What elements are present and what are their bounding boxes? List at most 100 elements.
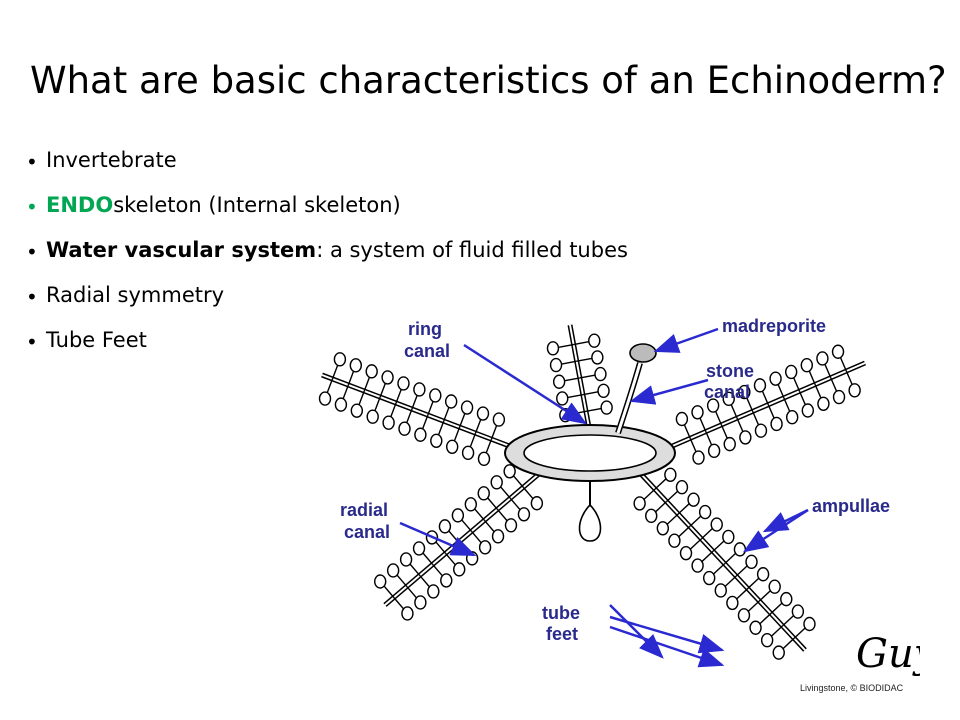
ampulla-bulb	[722, 529, 735, 545]
ampulla-bulb	[374, 574, 387, 589]
ampulla-bulb	[733, 542, 747, 557]
ampulla-bulb	[504, 518, 518, 533]
ampulla-bulb	[453, 562, 466, 577]
bullet-text: Radial symmetry	[46, 283, 225, 307]
ampulla-bulb	[769, 371, 782, 386]
ampulla-bulb	[556, 391, 569, 406]
ampulla-bulb	[679, 545, 693, 561]
ampulla-bulb	[429, 388, 442, 403]
bullet-text: Invertebrate	[46, 148, 177, 172]
bullet-icon: •	[26, 240, 38, 264]
stone-canal-label: stone	[706, 361, 754, 381]
ampulla-bulb	[691, 405, 704, 420]
ampulla-bulb	[381, 370, 394, 385]
ampulla-bulb	[477, 486, 490, 501]
ampulla-bulb	[633, 496, 646, 511]
ampulla-bulb	[549, 357, 563, 373]
tube-feet-label: feet	[546, 624, 578, 644]
ampulla-bulb	[414, 427, 427, 442]
ring-canal-shape	[504, 424, 676, 482]
ampulla-bulb	[691, 558, 704, 573]
ampulla-bulb	[784, 364, 798, 380]
tube-feet-label: tube	[542, 603, 580, 623]
bullet-item: • Water vascular system: a system of flu…	[26, 238, 628, 264]
bullet-highlight: ENDO	[46, 193, 114, 217]
ampulla-bulb	[707, 443, 721, 459]
ampulla-bulb	[664, 467, 677, 482]
ampulla-bulb	[745, 554, 758, 570]
ampulla-bulb	[737, 608, 751, 623]
bullet-item: • Invertebrate	[26, 148, 628, 174]
ampulla-bulb	[451, 508, 465, 523]
ampulla-bulb	[552, 374, 566, 389]
ampulla-bulb	[430, 433, 443, 448]
ampulla-bulb	[382, 415, 395, 430]
ampulla-bulb	[397, 376, 410, 391]
ampulla-bulb	[723, 436, 736, 452]
ampulla-bulb	[756, 567, 770, 582]
ampulla-bulb	[600, 400, 613, 415]
ampulla-bulb	[334, 397, 348, 412]
ampulla-bulb	[398, 421, 411, 436]
label-arrows	[399, 327, 809, 668]
ampulla-bulb	[440, 573, 453, 588]
radial-canal-label: canal	[344, 522, 390, 542]
ampulla-bulb	[445, 439, 459, 454]
ampulla-bulb	[698, 504, 712, 520]
ampulla-bulb	[722, 391, 735, 407]
bullet-item: • Tube Feet	[26, 328, 628, 354]
ampulla-bulb	[754, 423, 768, 438]
ampulla-bulb	[490, 475, 503, 490]
central-ampulla	[578, 481, 602, 542]
ampulla-bulb	[438, 519, 452, 534]
ampulla-bulb	[492, 412, 506, 427]
ampulla-bulb	[412, 541, 426, 556]
bullet-item: • Radial symmetry	[26, 283, 628, 309]
ampulla-bulb	[738, 384, 751, 400]
ampulla-bulb	[318, 391, 332, 406]
artist-signature: Guy/94	[856, 631, 920, 677]
ampulla-bulb	[726, 595, 739, 611]
ampulla-bulb	[848, 383, 861, 398]
ampulla-bulb	[801, 403, 815, 418]
bullet-text: Tube Feet	[46, 328, 147, 352]
madreporite-shape	[629, 343, 657, 363]
ampulla-bulb	[768, 579, 781, 594]
ampullae-label: ampullae	[812, 496, 890, 516]
arm-group	[318, 324, 866, 660]
ring-canal-label: canal	[404, 341, 450, 361]
ampulla-bulb	[414, 595, 427, 610]
ampulla-bulb	[791, 604, 805, 619]
ampulla-bulb	[546, 341, 560, 356]
ampulla-bulb	[594, 366, 607, 382]
radial-canal-label: radial	[340, 500, 388, 520]
ampulla-bulb	[780, 591, 793, 607]
ampulla-bulb	[675, 411, 689, 427]
ampulla-bulb	[464, 497, 478, 512]
ampulla-bulb	[749, 620, 762, 635]
madreporite-label: madreporite	[722, 316, 826, 336]
ampulla-bulb	[702, 570, 716, 586]
ampulla-bulb	[365, 364, 378, 379]
ampulla-bulb	[427, 584, 440, 599]
bullet-text: : a system of fluid filled tubes	[316, 238, 628, 262]
ampulla-bulb	[760, 632, 774, 648]
ampulla-bulb	[477, 451, 491, 467]
ampulla-bulb	[399, 552, 413, 567]
ampulla-bulb	[668, 533, 681, 548]
stone-canal-label: canal	[704, 382, 750, 402]
ampulla-bulb	[816, 351, 829, 366]
ampulla-bulb	[591, 350, 604, 365]
ampulla-bulb	[333, 352, 347, 367]
ampulla-bulb	[832, 389, 846, 405]
bullet-icon: •	[26, 330, 38, 354]
ampulla-bulb	[517, 507, 531, 522]
ampulla-bulb	[687, 492, 700, 507]
ampulla-bulb	[588, 333, 601, 348]
ampulla-bulb	[706, 398, 720, 413]
ampulla-bulb	[675, 480, 689, 495]
ampulla-bulb	[401, 606, 414, 621]
bullet-item: • ENDOskeleton (Internal skeleton)	[26, 193, 628, 219]
ampulla-bulb	[349, 358, 362, 373]
ampulla-bulb	[461, 445, 475, 461]
